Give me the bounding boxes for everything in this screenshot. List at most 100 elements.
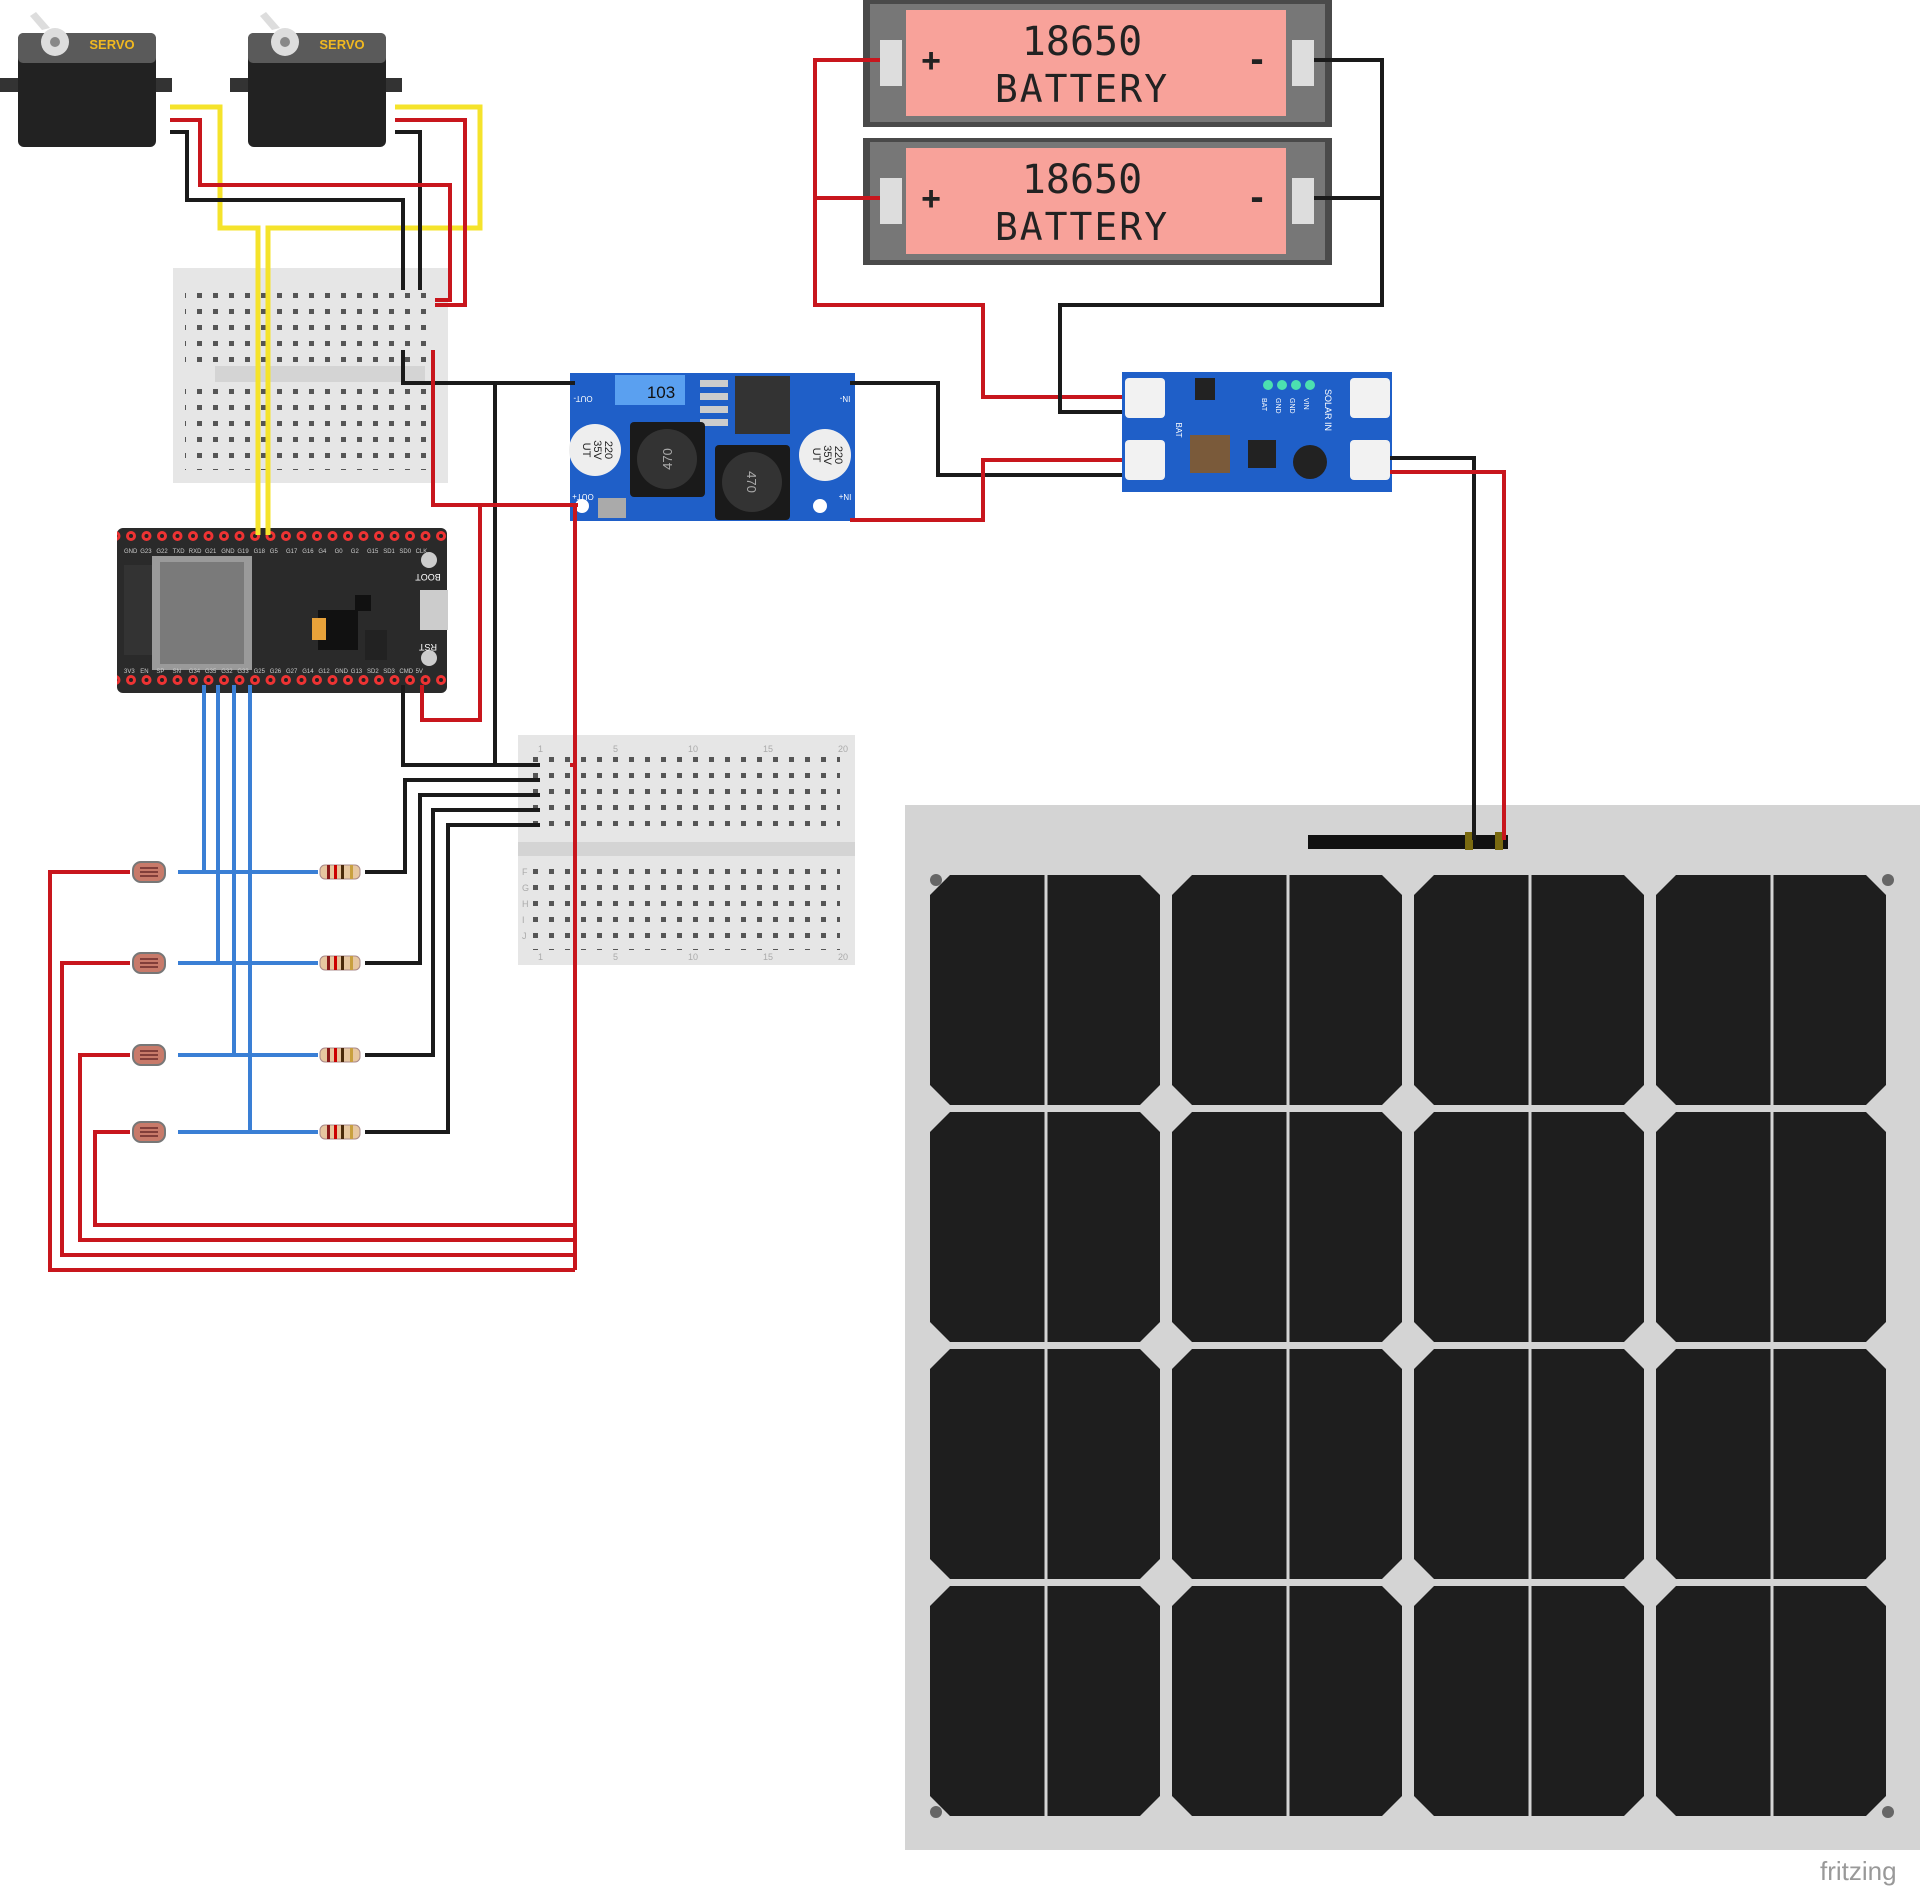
battery-type: 18650 [1022, 19, 1142, 65]
breadboard-mini [173, 268, 448, 483]
boot-button-label: BOOT [415, 572, 441, 582]
capacitor-line: 220 [832, 446, 844, 464]
esp32-pin-label: G35 [205, 669, 217, 675]
photoresistor [132, 952, 166, 974]
battery-plus: + [921, 42, 941, 80]
battery-minus: - [1250, 175, 1263, 219]
breadboard-column-number: 20 [838, 744, 848, 754]
esp32-pin-label: TXD [173, 549, 186, 555]
esp32-pin-label: G0 [335, 549, 344, 555]
esp32-pin-label: G34 [189, 669, 201, 675]
boost-converter-module: 103 470 470 22035VUT 22035VUT OUT- OUT+ … [569, 373, 855, 521]
solar-panel [905, 805, 1920, 1850]
breadboard-column-number: 5 [613, 744, 618, 754]
solar-cell-grid [930, 875, 1886, 1816]
capacitor-line: UT [580, 443, 592, 458]
esp32-pin-label: SP [156, 669, 164, 675]
battery-label: BATTERY [995, 67, 1169, 111]
capacitor-line: 35V [591, 440, 603, 460]
bat-label: BAT [1174, 423, 1183, 438]
esp32-pin-label: SD0 [399, 549, 411, 555]
esp32-pin-label: SD3 [383, 669, 395, 675]
charger-pin-label: GND [1288, 398, 1295, 414]
esp32-pin-label: G33 [237, 669, 249, 675]
battery-18650-2: + - 18650 BATTERY [863, 138, 1332, 265]
pin-in-plus: IN+ [838, 492, 851, 501]
resistor [319, 864, 361, 880]
esp32-pin-label: G14 [302, 669, 314, 675]
photoresistor [132, 861, 166, 883]
battery-18650-1: + - 18650 BATTERY [863, 0, 1332, 127]
esp32-pin-label: RXD [189, 549, 202, 555]
esp32-pin-label: G22 [156, 549, 168, 555]
fritzing-watermark: fritzing [1820, 1856, 1897, 1886]
capacitor-line: 35V [821, 445, 833, 465]
photoresistor [132, 1121, 166, 1143]
servo-label: SERVO [89, 37, 134, 52]
esp32-pin-label: 5V [416, 669, 423, 675]
esp32-pin-label: 3V3 [124, 669, 135, 675]
esp32-pin-label: G17 [286, 549, 298, 555]
charger-pin-labels: BAT GND GND VIN [1260, 398, 1309, 414]
esp32-pin-label: SD1 [383, 549, 395, 555]
esp32-pin-label: G2 [351, 549, 360, 555]
breadboard-row-letter: G [522, 883, 529, 893]
capacitor-label: 22035VUT [580, 440, 614, 460]
breadboard-column-number: 10 [688, 952, 698, 962]
esp32-pin-label: G23 [140, 549, 152, 555]
breadboard-column-number: 20 [838, 952, 848, 962]
esp32-pin-label: GND [335, 669, 349, 675]
esp32-pin-label: G21 [205, 549, 217, 555]
esp32-pin-label: SN [173, 669, 181, 675]
breadboard-column-number: 5 [613, 952, 618, 962]
charger-pin-label: VIN [1302, 398, 1309, 410]
esp32-pin-label: G4 [318, 549, 327, 555]
esp32-pin-label: G15 [367, 549, 379, 555]
battery-plus: + [921, 180, 941, 218]
capacitor-line: 220 [602, 441, 614, 459]
esp32-pin-label: G19 [237, 549, 249, 555]
inductor-label: 470 [744, 471, 759, 493]
pin-in-minus: IN- [839, 394, 850, 403]
esp32-pin-label: G25 [254, 669, 266, 675]
esp32-pin-label: G27 [286, 669, 298, 675]
esp32-pin-label: G18 [254, 549, 266, 555]
charger-pin-label: GND [1274, 398, 1281, 414]
esp32-pin-label: G26 [270, 669, 282, 675]
photoresistor-array [132, 861, 361, 1143]
esp32-pin-label: G13 [351, 669, 363, 675]
charger-pin-label: BAT [1260, 398, 1267, 412]
potentiometer-label: 103 [647, 383, 675, 402]
resistor [319, 1124, 361, 1140]
pin-out-minus: OUT- [573, 394, 592, 403]
esp32-pin-label: G12 [318, 669, 330, 675]
esp32-pin-label: GND [221, 549, 235, 555]
breadboard-column-number: 1 [538, 952, 543, 962]
esp32-pin-label: CLK [416, 549, 428, 555]
servo-label: SERVO [319, 37, 364, 52]
esp32-pin-label: GND [124, 549, 138, 555]
esp32-pin-label: SD2 [367, 669, 379, 675]
breadboard-row-letter: I [522, 915, 525, 925]
esp32-pin-label: EN [140, 669, 148, 675]
photoresistor [132, 1044, 166, 1066]
resistor [319, 955, 361, 971]
solar-in-label: SOLAR IN [1323, 389, 1333, 431]
breadboard-column-number: 10 [688, 744, 698, 754]
wires [48, 58, 1506, 1272]
capacitor-label: 22035VUT [810, 445, 844, 465]
capacitor-line: UT [810, 448, 822, 463]
breadboard-column-number: 15 [763, 952, 773, 962]
esp32-pin-label: G5 [270, 549, 279, 555]
servo-motor-2: SERVO [230, 12, 402, 147]
esp32-pin-label: G32 [221, 669, 233, 675]
breadboard-row-letter: J [522, 931, 527, 941]
solar-charger-module: SOLAR IN BAT BAT GND GND VIN [1122, 372, 1392, 492]
battery-label: BATTERY [995, 205, 1169, 249]
